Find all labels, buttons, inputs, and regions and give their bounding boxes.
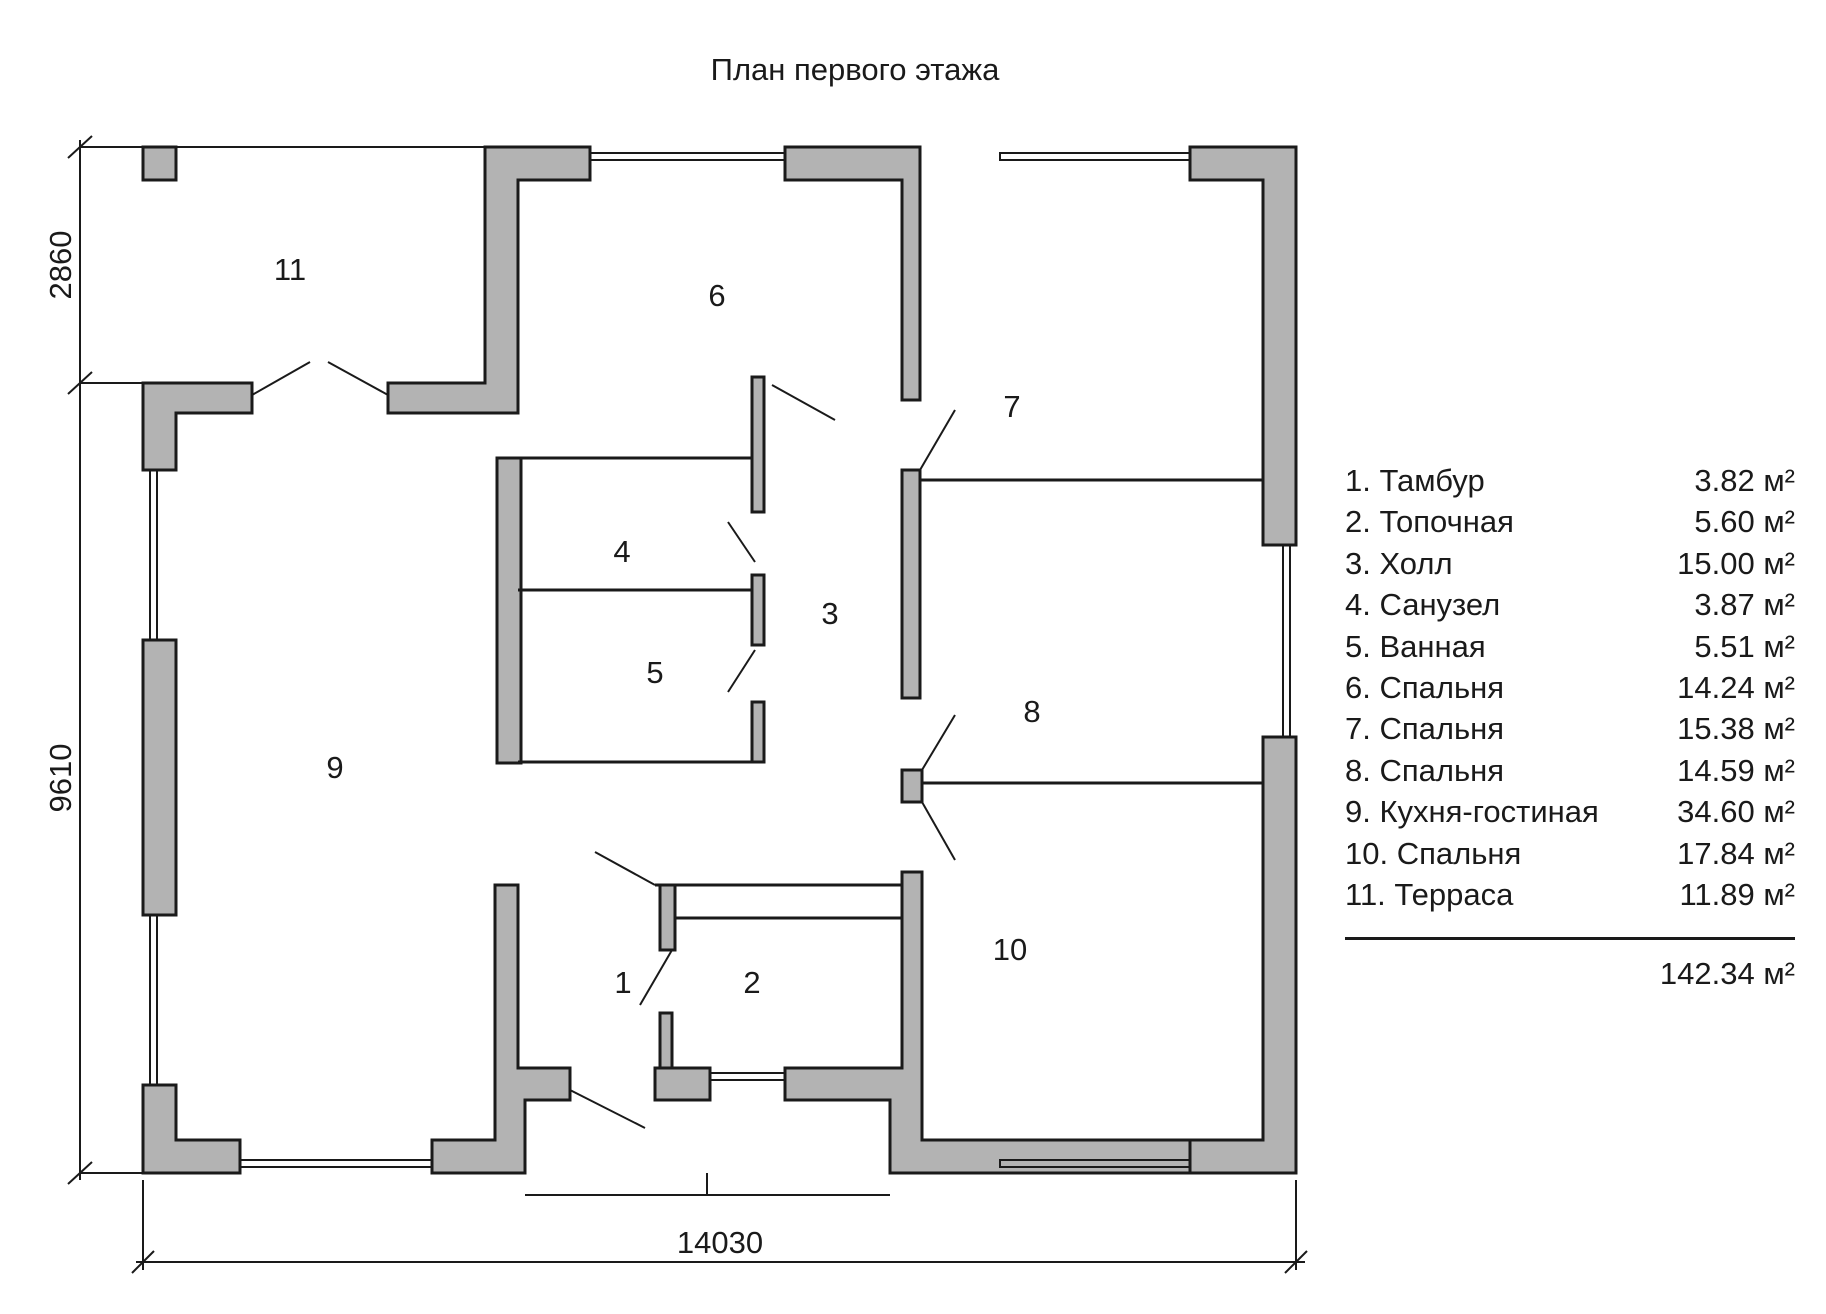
wall-left-upper bbox=[141, 381, 254, 472]
legend-row: 6. Спальня 14.24 м² bbox=[1345, 667, 1795, 708]
legend-divider bbox=[1345, 937, 1795, 941]
legend-room-area: 14.24 м² bbox=[1677, 669, 1795, 705]
window-boiler bbox=[709, 1072, 786, 1081]
wall-bath-divider bbox=[750, 375, 766, 514]
room-number-10: 10 bbox=[993, 932, 1027, 967]
wall-hall-stub bbox=[900, 768, 924, 804]
legend-room-area: 5.60 м² bbox=[1694, 504, 1795, 540]
window-left-upper bbox=[149, 469, 158, 641]
wall-bath-upper bbox=[495, 456, 523, 765]
room-number-11: 11 bbox=[274, 252, 306, 287]
room-number-3: 3 bbox=[821, 596, 838, 631]
legend-room-name: 2. Топочная bbox=[1345, 504, 1514, 540]
room-number-7: 7 bbox=[1003, 389, 1020, 424]
window-right-room8 bbox=[1282, 544, 1291, 738]
legend-room-area: 15.38 м² bbox=[1677, 711, 1795, 747]
wall-right-lower bbox=[1188, 735, 1298, 1175]
legend-row: 7. Спальня 15.38 м² bbox=[1345, 708, 1795, 749]
window-left-lower bbox=[149, 914, 158, 1086]
legend-row: 5. Ванная 5.51 м² bbox=[1345, 626, 1795, 667]
wall-terrace-right bbox=[386, 145, 592, 415]
room-number-6: 6 bbox=[708, 278, 725, 313]
room-number-9: 9 bbox=[326, 750, 343, 785]
legend-room-name: 10. Спальня bbox=[1345, 835, 1522, 871]
partition-lines bbox=[518, 456, 1263, 920]
dimension-labels: 14030 9610 2860 bbox=[43, 231, 763, 1260]
legend-row: 9. Кухня-гостиная 34.60 м² bbox=[1345, 791, 1795, 832]
legend-room-name: 8. Спальня bbox=[1345, 752, 1505, 788]
legend-room-area: 11.89 м² bbox=[1679, 876, 1795, 912]
dimension-lines bbox=[67, 135, 1308, 1274]
legend-room-name: 3. Холл bbox=[1345, 545, 1453, 581]
wall-bath-divider-3 bbox=[750, 700, 766, 764]
legend-row: 3. Холл 15.00 м² bbox=[1345, 543, 1795, 584]
wall-left-lower bbox=[141, 1083, 242, 1175]
room-number-2: 2 bbox=[743, 965, 760, 1000]
legend-row: 2. Топочная 5.60 м² bbox=[1345, 501, 1795, 542]
legend-room-area: 5.51 м² bbox=[1694, 628, 1795, 664]
legend-row: 11. Терраса 11.89 м² bbox=[1345, 874, 1795, 915]
legend-room-name: 5. Ванная bbox=[1345, 628, 1486, 664]
windows bbox=[149, 152, 1291, 1168]
wall-boiler-stub bbox=[658, 883, 677, 952]
legend-room-name: 6. Спальня bbox=[1345, 669, 1505, 705]
wall-bottom-right bbox=[783, 870, 1192, 1175]
wall-top-right bbox=[1188, 145, 1298, 547]
plan-title: План первого этажа bbox=[710, 52, 1000, 87]
legend-total: 142.34 м² bbox=[1659, 956, 1795, 992]
legend-room-area: 3.82 м² bbox=[1694, 463, 1795, 498]
legend-row: 1. Тамбур 3.82 м² bbox=[1345, 460, 1795, 501]
legend-room-name: 1. Тамбур bbox=[1345, 463, 1485, 498]
legend-room-area: 3.87 м² bbox=[1694, 587, 1795, 623]
wall-left-middle bbox=[141, 638, 178, 917]
wall-bottom-entrance bbox=[430, 883, 572, 1175]
legend-room-area: 17.84 м² bbox=[1677, 835, 1795, 871]
legend-room-area: 15.00 м² bbox=[1677, 545, 1795, 581]
legend-room-name: 7. Спальня bbox=[1345, 711, 1505, 747]
wall-top-center bbox=[783, 145, 922, 402]
room-number-1: 1 bbox=[614, 965, 631, 1000]
legend-row: 8. Спальня 14.59 м² bbox=[1345, 750, 1795, 791]
legend-room-area: 14.59 м² bbox=[1677, 752, 1795, 788]
legend-row: 4. Санузел 3.87 м² bbox=[1345, 584, 1795, 625]
window-top-room7 bbox=[999, 152, 1191, 161]
door-swings bbox=[251, 361, 956, 1129]
room-number-8: 8 bbox=[1023, 694, 1040, 729]
dimension-terrace: 2860 bbox=[43, 231, 78, 300]
legend-row: 10. Спальня 17.84 м² bbox=[1345, 833, 1795, 874]
room-numbers: 1 2 3 4 5 6 7 8 9 10 11 bbox=[274, 252, 1041, 1000]
legend-room-name: 9. Кухня-гостиная bbox=[1345, 794, 1599, 830]
window-top-room6 bbox=[589, 152, 786, 161]
room-number-5: 5 bbox=[646, 655, 663, 690]
wall-bath-divider-2 bbox=[750, 573, 766, 647]
dimension-width: 14030 bbox=[677, 1225, 763, 1260]
terrace-post bbox=[141, 145, 178, 182]
legend-room-name: 4. Санузел bbox=[1345, 587, 1501, 623]
dimension-depth: 9610 bbox=[43, 744, 78, 813]
legend-room-name: 11. Терраса bbox=[1345, 876, 1514, 912]
legend-room-area: 34.60 м² bbox=[1677, 794, 1795, 830]
wall-entrance-box bbox=[653, 1066, 712, 1102]
room-number-4: 4 bbox=[613, 534, 630, 569]
window-bottom-room10 bbox=[999, 1159, 1191, 1168]
walls bbox=[141, 145, 1298, 1175]
wall-hall-column bbox=[900, 468, 922, 700]
window-bottom-room9 bbox=[239, 1159, 433, 1168]
